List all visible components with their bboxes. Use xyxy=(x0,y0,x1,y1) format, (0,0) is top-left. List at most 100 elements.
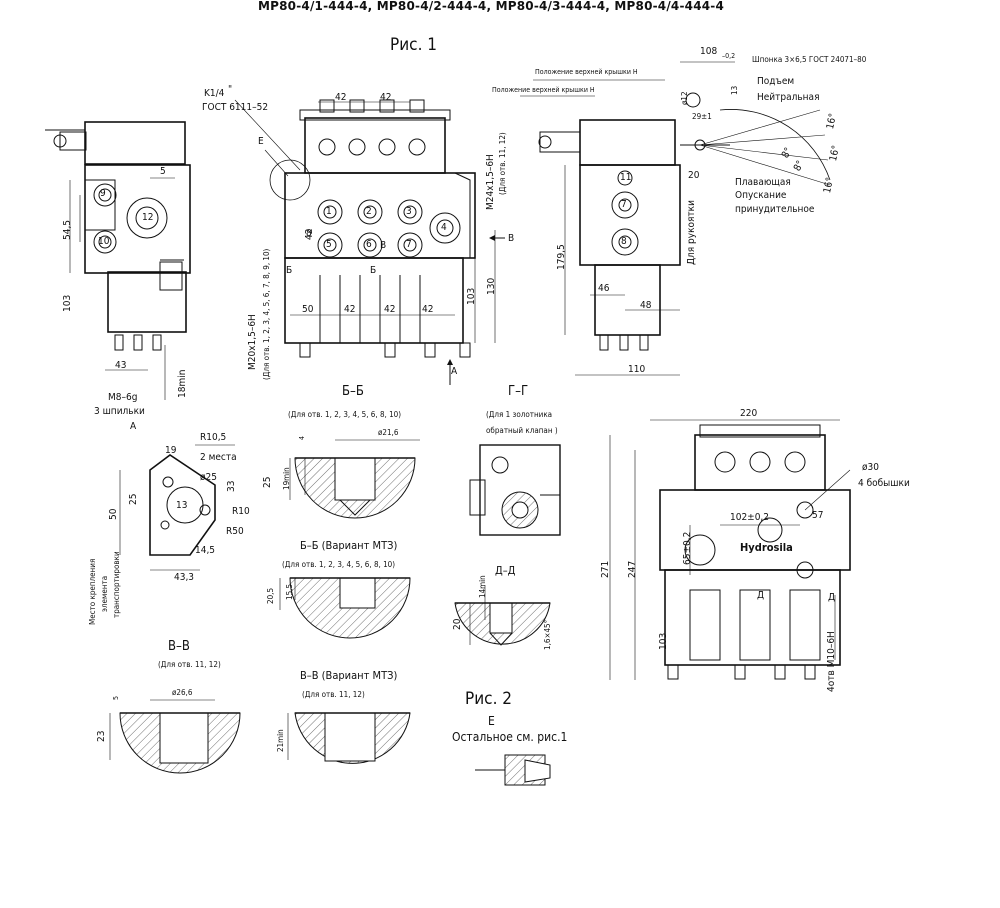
port-7: 7 xyxy=(406,239,412,250)
sec-bb-dim-25: 25 xyxy=(262,476,273,488)
dim-20: 20 xyxy=(688,170,700,181)
pos-lower-2: принудительное xyxy=(735,204,815,215)
dim-front-top-42b: 42 xyxy=(380,92,392,103)
view-a-marker: А xyxy=(130,421,137,432)
sec-vv-mtz-note: (Для отв. 11, 12) xyxy=(302,690,365,699)
sec-bb-dim-d21: ø21,6 xyxy=(378,428,399,437)
port-2: 2 xyxy=(366,206,372,217)
port-6: 6 xyxy=(366,239,372,250)
sec-vv-dim-23: 23 xyxy=(96,730,107,742)
mark-v-left: В xyxy=(380,240,387,251)
front-view xyxy=(234,99,505,385)
fig2-detail-e xyxy=(475,754,551,786)
dim-front-42c: 42 xyxy=(344,304,356,315)
port-3: 3 xyxy=(406,206,412,217)
dim-front-42d: 42 xyxy=(384,304,396,315)
sec-bb-title: Б–Б xyxy=(342,384,364,399)
sec-dd-dim-chamfer: 1,6×45° xyxy=(543,619,552,650)
front-ports xyxy=(317,199,461,258)
iso-mark-d2: Д xyxy=(828,592,836,603)
sec-bb-mtz-dim-15-5: 15,5 xyxy=(285,583,294,600)
sec-dd-title: Д–Д xyxy=(495,564,516,577)
iso-bosses: 4 бобышки xyxy=(858,478,910,489)
sec-vv-mtz-dim: 21min xyxy=(276,729,285,752)
gost-thread: ГОСТ 6111–52 xyxy=(202,102,269,113)
dim-a-50: 50 xyxy=(108,508,119,520)
iso-dim-271: 271 xyxy=(600,560,611,578)
dim-a-19: 19 xyxy=(165,445,177,456)
dim-a-d25: ø25 xyxy=(200,472,217,483)
dim-front-top-42a: 42 xyxy=(335,92,347,103)
dim-a-33: 33 xyxy=(226,480,237,492)
dim-front-50: 50 xyxy=(302,304,314,315)
port-8-side: 8 xyxy=(621,236,627,247)
dim-13: 13 xyxy=(730,85,739,95)
port-8: 8 xyxy=(306,228,312,239)
iso-dim-57: 57 xyxy=(812,510,824,521)
handle-note: Для рукоятки xyxy=(686,200,697,265)
iso-dim-d30: ø30 xyxy=(862,462,879,473)
dim-a-2places: 2 места xyxy=(200,452,237,463)
dim-a-r50: R50 xyxy=(226,526,244,537)
dim-110: 110 xyxy=(628,364,646,375)
sec-bb-dim-4: 4 xyxy=(298,435,306,440)
dim-left-18min: 18min xyxy=(177,369,188,398)
sec-bb-mtz-title: Б–Б (Вариант МТЗ) xyxy=(300,539,398,552)
dim-front-42e: 42 xyxy=(422,304,434,315)
mark-v-right: В xyxy=(508,233,515,244)
mount-note-3: транспортировки xyxy=(112,551,121,618)
sec-dd-dim-14min: 14min xyxy=(478,575,487,598)
thread-k-mark: " xyxy=(228,84,233,95)
dim-a-14-5: 14,5 xyxy=(195,545,216,556)
section-gg xyxy=(469,444,561,536)
mark-b-right: Б xyxy=(370,265,377,276)
dim-a-43-3: 43,3 xyxy=(174,572,195,583)
port-12: 12 xyxy=(142,212,154,223)
port-1: 1 xyxy=(326,206,332,217)
arrow-a-label: А xyxy=(451,366,458,377)
sec-gg-title: Г–Г xyxy=(508,384,529,399)
port-5: 5 xyxy=(326,239,332,250)
dim-48: 48 xyxy=(640,300,652,311)
dim-a-r10: R10 xyxy=(232,506,250,517)
iso-dim-103: 103 xyxy=(658,632,669,650)
sec-vv-dim-5: 5 xyxy=(112,695,120,700)
sec-bb-mtz-note: (Для отв. 1, 2, 3, 4, 5, 6, 8, 10) xyxy=(282,560,396,569)
port-11: 11 xyxy=(620,172,632,183)
port-9: 9 xyxy=(100,188,106,199)
sec-bb-dim-19min: 19min xyxy=(282,467,291,490)
iso-holes: 4отв М10–6Н xyxy=(826,631,837,692)
thread-k: K1/4 xyxy=(204,88,225,99)
pos-neutral: Нейтральная xyxy=(757,92,820,103)
dim-left-43: 43 xyxy=(115,360,127,371)
note-studs: 3 шпильки xyxy=(94,406,145,417)
dim-left-5: 5 xyxy=(160,166,166,177)
dim-a-r10-5: R10,5 xyxy=(200,432,227,443)
sec-gg-note2: обратный клапан ) xyxy=(486,426,558,435)
dim-left-103: 103 xyxy=(62,294,73,312)
section-bb xyxy=(289,439,420,519)
iso-mark-d1: Д xyxy=(757,590,765,601)
iso-view xyxy=(609,419,851,680)
cover-pos-1: Положение верхней крышки Н xyxy=(535,68,638,76)
mount-note: Место крепления xyxy=(88,558,97,625)
dim-108: 108 xyxy=(700,46,718,57)
mark-b-left: Б xyxy=(286,265,293,276)
pos-float: Плавающая xyxy=(735,177,791,188)
fig2-rest: Остальное см. рис.1 xyxy=(452,730,568,744)
thread-m20: М20х1,5–6Н xyxy=(247,314,258,370)
sec-vv-dim-d26: ø26,6 xyxy=(172,688,193,697)
section-bb-mtz xyxy=(279,577,411,639)
mount-note-2: элемента xyxy=(100,575,109,612)
port-10: 10 xyxy=(98,236,110,247)
dim-12: ø12 xyxy=(680,91,689,105)
dim-a-13: 13 xyxy=(176,500,188,511)
iso-dim-247: 247 xyxy=(627,560,638,578)
iso-brand: Hydrosila xyxy=(740,541,793,554)
dim-108-tol: –0,2 xyxy=(722,52,736,60)
dim-left-thread: М8–6g xyxy=(108,392,138,403)
dim-front-103: 103 xyxy=(466,287,477,305)
iso-dim-220: 220 xyxy=(740,408,758,419)
port-4: 4 xyxy=(441,222,447,233)
